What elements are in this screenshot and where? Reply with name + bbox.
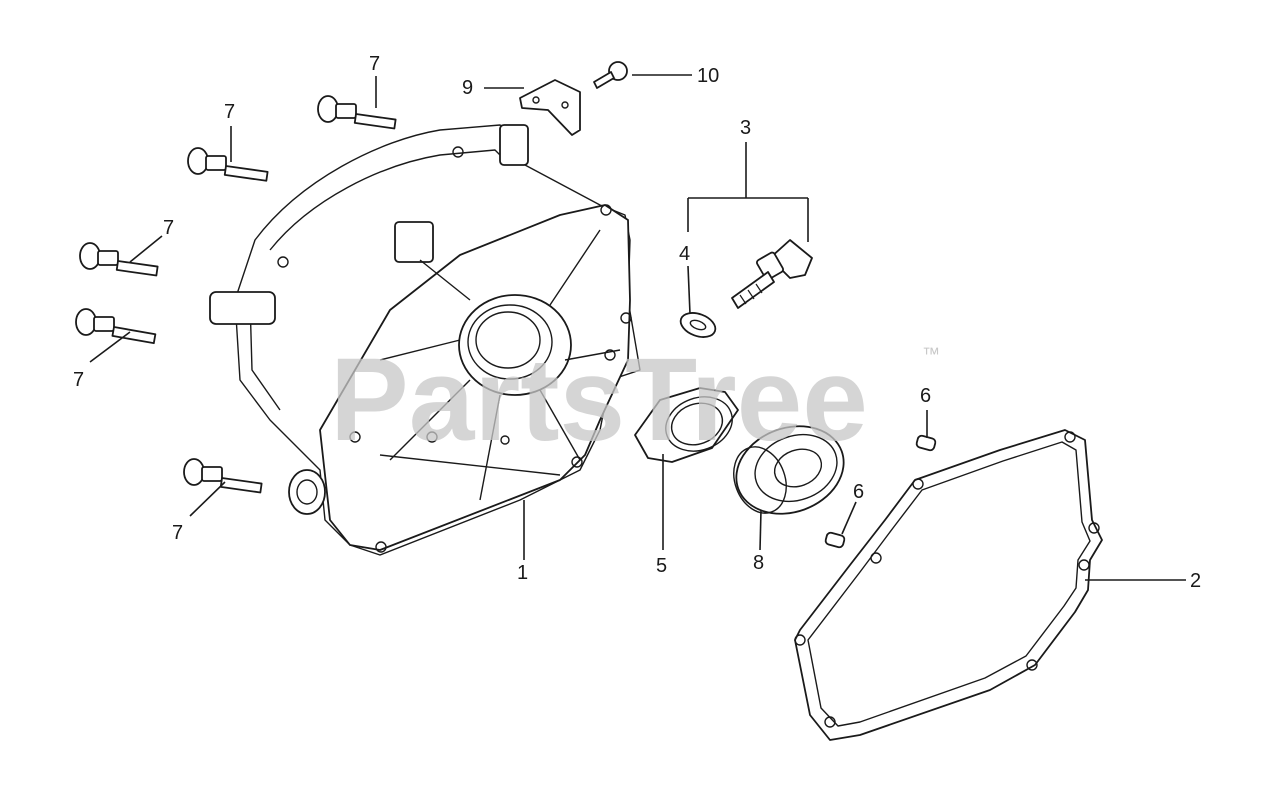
oil-plug-part-3 [731, 239, 813, 309]
ball-bearing-part-8 [733, 425, 845, 515]
callout-labels: 7 7 7 7 7 9 10 3 4 6 6 1 5 8 2 [73, 53, 1201, 592]
trademark-symbol: ™ [922, 344, 940, 364]
callout-7-mid-left: 7 [163, 217, 174, 239]
dowel-pin-part-6-lower [824, 531, 846, 549]
bracket-part-9 [519, 79, 581, 136]
callout-6-upper: 6 [920, 385, 931, 407]
bolt-part-10 [593, 61, 628, 89]
callout-7-upper-left: 7 [224, 101, 235, 123]
callout-8: 8 [753, 552, 764, 574]
o-ring-part-4 [679, 312, 717, 338]
partstree-watermark: PartsTree [330, 334, 868, 466]
flange-bolt-part-7-d [75, 308, 157, 345]
dowel-pin-part-6-upper [915, 434, 937, 452]
oil-seal-part-5 [634, 387, 739, 463]
callout-7-lower-left: 7 [73, 369, 84, 391]
flange-bolt-part-7-c [79, 242, 159, 277]
flange-bolt-part-7-b [187, 147, 269, 182]
callout-6-lower: 6 [853, 481, 864, 503]
callout-10: 10 [697, 65, 719, 87]
leader-lines [89, 74, 1186, 581]
callout-4: 4 [679, 243, 690, 265]
callout-7-bottom: 7 [172, 522, 183, 544]
callout-1: 1 [517, 562, 528, 584]
crankcase-cover-part-1 [209, 124, 641, 556]
callout-3: 3 [740, 117, 751, 139]
gasket-part-2 [794, 429, 1103, 741]
callout-5: 5 [656, 555, 667, 577]
flange-bolt-part-7-e [183, 458, 263, 494]
callout-9: 9 [462, 77, 473, 99]
callout-7-top: 7 [369, 53, 380, 75]
flange-bolt-part-7-a [317, 95, 397, 130]
callout-2: 2 [1190, 570, 1201, 592]
